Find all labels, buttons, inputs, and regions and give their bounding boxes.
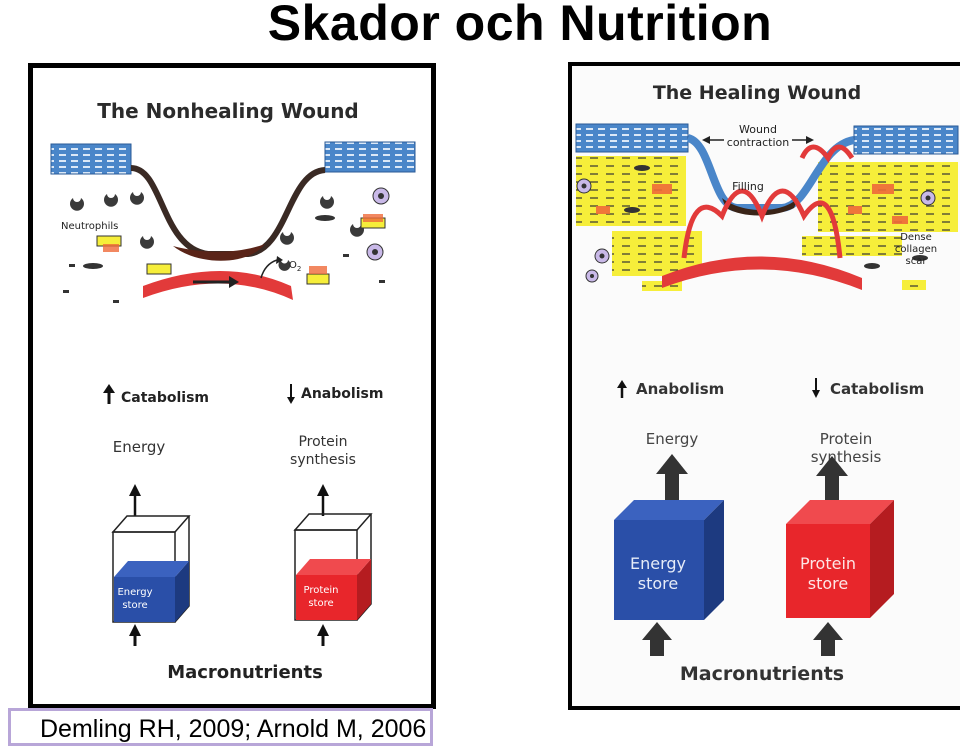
catabolism-label: Catabolism	[121, 390, 209, 406]
healing-heading: The Healing Wound	[653, 82, 861, 104]
anabolism-label: Anabolism	[636, 380, 724, 398]
neutrophils-label: Neutrophils	[61, 221, 118, 232]
energy-output-arrow	[129, 484, 141, 516]
energy-store-label-2: store	[122, 600, 147, 611]
energy-store-label-1: Energy	[630, 554, 686, 573]
wound-contraction-label-2: contraction	[727, 136, 789, 149]
protein-store-label-2: store	[308, 598, 333, 609]
protein-output-arrow	[317, 484, 329, 516]
filling-label: Filling	[732, 180, 764, 193]
anabolism-up-arrow	[617, 380, 627, 398]
energy-input-arrow	[129, 624, 141, 646]
energy-output-arrow	[656, 454, 688, 504]
blood-vessel	[143, 271, 293, 300]
dense-collagen-label-2: collagen	[895, 244, 937, 255]
energy-input-arrow	[642, 622, 672, 656]
protein-store-label-2: store	[808, 574, 848, 593]
protein-synthesis-label-1: Protein	[820, 430, 873, 448]
macronutrients-label: Macronutrients	[680, 663, 844, 685]
dense-collagen-label-1: Dense	[900, 232, 932, 243]
citation: Demling RH, 2009; Arnold M, 2006	[40, 715, 426, 744]
protein-store-label-1: Protein	[303, 585, 338, 596]
catabolism-label: Catabolism	[830, 380, 924, 398]
anabolism-label: Anabolism	[301, 386, 383, 402]
energy-store-label-2: store	[638, 574, 678, 593]
skin-layer-left	[576, 124, 688, 152]
protein-synthesis-label-1: Protein	[298, 434, 347, 450]
healing-wound-diagram: The Healing Wound Wo	[572, 66, 960, 706]
wound-crater-outline	[131, 168, 325, 254]
energy-label: Energy	[646, 430, 699, 448]
nonhealing-heading: The Nonhealing Wound	[97, 99, 359, 123]
skin-layer-right	[325, 142, 415, 172]
healing-wound-panel: The Healing Wound Wo	[568, 62, 960, 710]
protein-store-label-1: Protein	[800, 554, 856, 573]
skin-layer-right	[854, 126, 958, 154]
dense-collagen-label-3: scar	[906, 256, 928, 267]
protein-input-arrow	[813, 622, 843, 656]
nonhealing-wound-panel: The Nonhealing Wound Neutrophils	[28, 63, 436, 709]
o2-label: O2	[289, 260, 301, 273]
protein-synthesis-label-2: synthesis	[290, 452, 356, 468]
wound-contraction-label-1: Wound	[739, 123, 777, 136]
nonhealing-wound-diagram: The Nonhealing Wound Neutrophils	[33, 68, 431, 704]
catabolism-down-arrow	[812, 378, 820, 398]
slide-title: Skador och Nutrition	[0, 0, 960, 52]
energy-store-label-1: Energy	[117, 587, 152, 598]
protein-input-arrow	[317, 624, 329, 646]
macronutrients-label: Macronutrients	[167, 662, 323, 683]
protein-synthesis-label-2: synthesis	[811, 448, 882, 466]
energy-label: Energy	[113, 438, 166, 456]
skin-layer-left	[51, 144, 131, 174]
